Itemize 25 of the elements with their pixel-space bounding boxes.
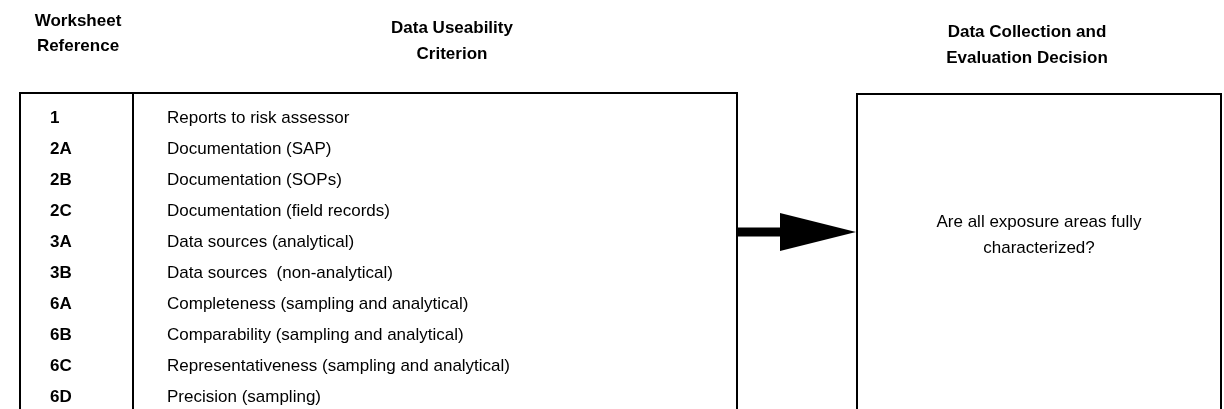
criterion-text: Precision (sampling) — [167, 386, 321, 407]
criterion-text: Data sources (analytical) — [167, 231, 355, 252]
criterion-text: Representativeness (sampling and analytical) — [167, 355, 510, 376]
worksheet-reference: 2A — [50, 138, 73, 159]
criterion-text: Reports to risk assessor — [167, 107, 350, 128]
criterion-text: Documentation (field records) — [167, 200, 390, 221]
worksheet-reference: 2C — [50, 200, 73, 221]
column-heading: Worksheet Reference — [33, 10, 123, 57]
criterion-text: Comparability (sampling and analytical) — [167, 324, 464, 345]
worksheet-reference: 6A — [50, 293, 73, 314]
worksheet-reference: 2B — [50, 169, 73, 190]
worksheet-reference: 1 — [50, 107, 61, 128]
worksheet-reference: 6B — [50, 324, 73, 345]
criterion-text: Data sources (non-analytical) — [167, 262, 393, 283]
worksheet-reference: 6D — [50, 386, 73, 407]
criterion-text: Documentation (SAP) — [167, 138, 332, 159]
criterion-text: Documentation (SOPs) — [167, 169, 342, 190]
arrow — [738, 213, 856, 251]
decision-question: Are all exposure areas fully characterized? — [935, 211, 1143, 259]
column-heading: Data Collection and Evaluation Decision — [945, 21, 1109, 69]
column-heading: Data Useability Criterion — [390, 17, 514, 65]
worksheet-reference: 6C — [50, 355, 73, 376]
worksheet-reference: 3A — [50, 231, 73, 252]
worksheet-reference: 3B — [50, 262, 73, 283]
criterion-text: Completeness (sampling and analytical) — [167, 293, 469, 314]
